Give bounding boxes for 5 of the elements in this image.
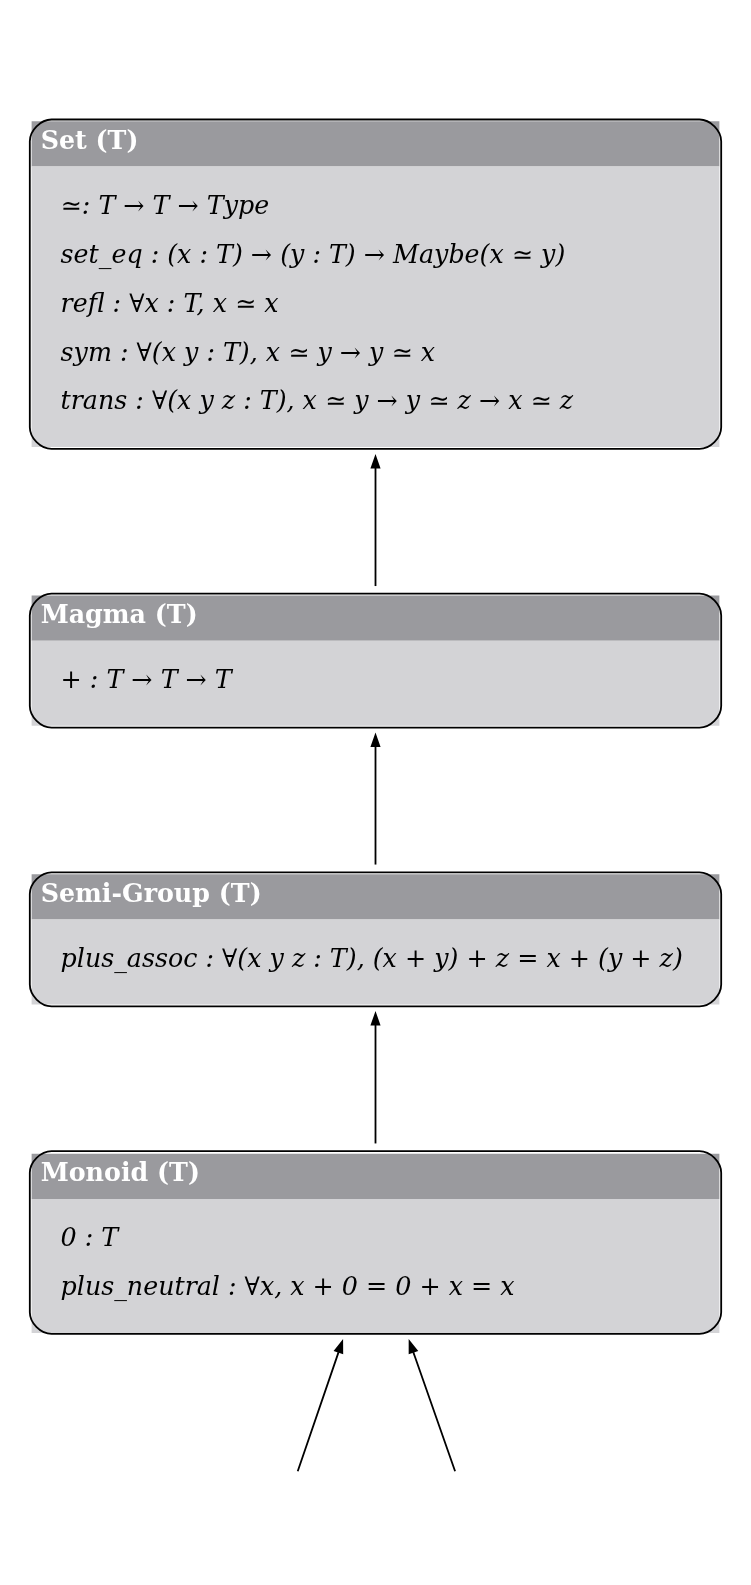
- arrow: [370, 732, 381, 866]
- arrow: [408, 1338, 456, 1473]
- arrow: [296, 1338, 344, 1473]
- arrow: [370, 1010, 381, 1145]
- arrow: [370, 453, 381, 587]
